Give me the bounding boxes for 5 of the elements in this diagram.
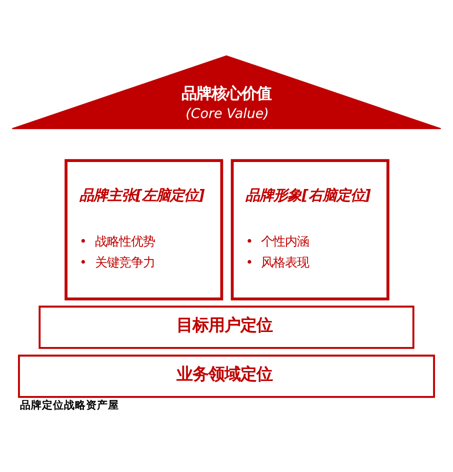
node-box: 业务领域定位 (18, 354, 435, 398)
node-box: 目标用户定位 (38, 306, 414, 349)
caption: 品牌定位战略资产屋 (20, 399, 119, 412)
node-box: 品牌形象[右脑定位] • 个性内涵 • 风格表现 (230, 159, 390, 300)
node-box: 品牌主张[左脑定位] • 战略性优势 • 关键竞争力 (64, 159, 224, 300)
